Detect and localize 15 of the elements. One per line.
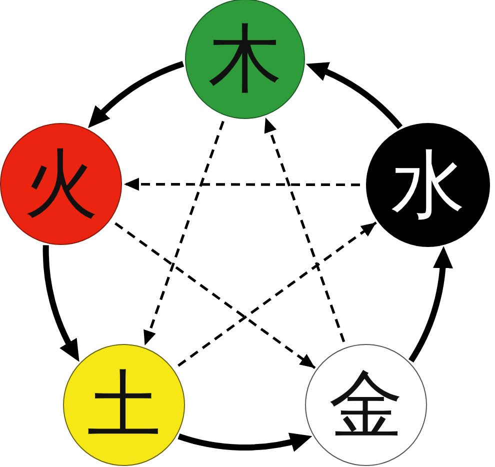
circle-node: 金 [305,344,427,466]
curved-arrow [42,245,79,362]
circle-node: 木 [185,0,305,119]
circle-node: 水 [366,123,490,247]
curved-arrow [88,61,184,128]
dashed-arrow [114,222,316,370]
circle-node: 土 [63,344,185,466]
curved-arrow [306,62,402,130]
dashed-arrow [144,120,224,346]
dashed-arrow [264,117,346,342]
dashed-arrow [178,221,377,367]
dashed-arrow [124,178,360,191]
curved-arrow [408,246,452,362]
curved-arrow [178,432,312,452]
circle-node: 火 [0,123,122,245]
